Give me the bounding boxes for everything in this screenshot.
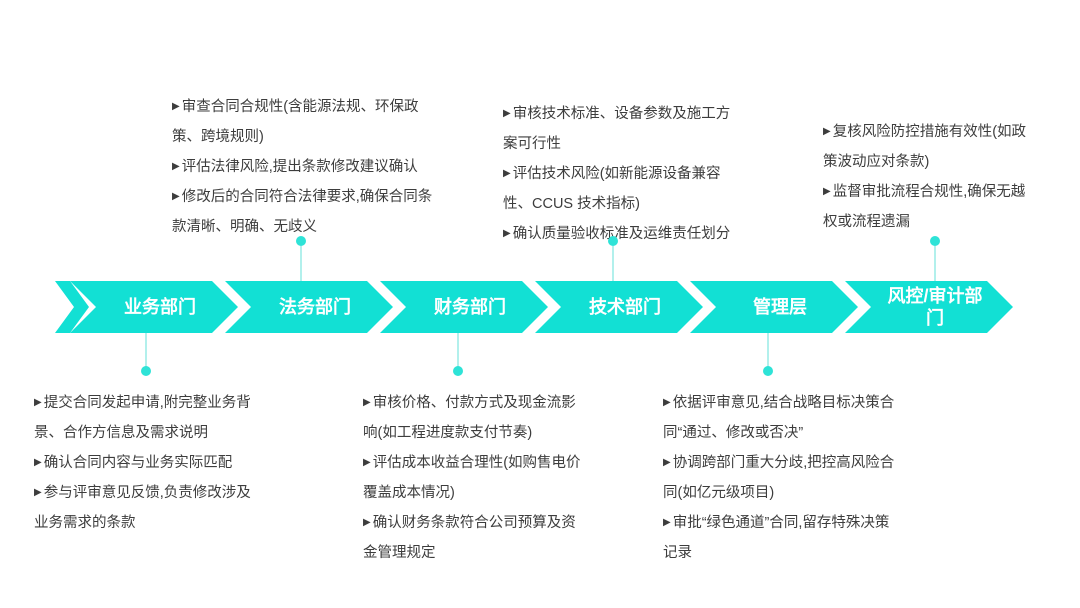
notes-finance-department: ▶审核价格、付款方式及现金流影响(如工程进度款支付节奏) ▶评估成本收益合理性(… [363,388,581,568]
connector-line [300,246,302,281]
note-item: ▶审批“绿色通道”合同,留存特殊决策记录 [663,508,903,568]
note-text: 提交合同发起申请,附完整业务背景、合作方信息及需求说明 [34,395,251,441]
triangle-bullet-icon: ▶ [363,397,371,408]
notes-legal-department: ▶审查合同合规性(含能源法规、环保政策、跨境规则) ▶评估法律风险,提出条款修改… [172,92,434,242]
stage-label: 业务部门 [124,297,196,317]
note-item: ▶协调跨部门重大分歧,把控高风险合同(如亿元级项目) [663,448,903,508]
triangle-bullet-icon: ▶ [34,487,42,498]
note-item: ▶参与评审意见反馈,负责修改涉及业务需求的条款 [34,478,264,538]
triangle-bullet-icon: ▶ [34,397,42,408]
stage-finance-department: 财务部门 [380,281,548,333]
note-text: 依据评审意见,结合战略目标决策合同“通过、修改或否决” [663,395,895,441]
note-item: ▶确认质量验收标准及运维责任划分 [503,219,739,249]
note-item: ▶评估成本收益合理性(如购售电价覆盖成本情况) [363,448,581,508]
note-text: 评估技术风险(如新能源设备兼容性、CCUS 技术指标) [503,166,721,212]
triangle-bullet-icon: ▶ [363,517,371,528]
note-item: ▶确认合同内容与业务实际匹配 [34,448,264,478]
connector-dot [930,236,940,246]
triangle-bullet-icon: ▶ [503,168,511,179]
connector-line [934,246,936,281]
note-item: ▶审核技术标准、设备参数及施工方案可行性 [503,99,739,159]
triangle-bullet-icon: ▶ [503,228,511,239]
triangle-bullet-icon: ▶ [34,457,42,468]
triangle-bullet-icon: ▶ [503,108,511,119]
note-text: 审核技术标准、设备参数及施工方案可行性 [503,106,731,152]
notes-technical-department: ▶审核技术标准、设备参数及施工方案可行性 ▶评估技术风险(如新能源设备兼容性、C… [503,99,739,249]
connector-dot [296,236,306,246]
note-item: ▶修改后的合同符合法律要求,确保合同条款清晰、明确、无歧义 [172,182,434,242]
stage-label: 风控/审计部门 [887,286,983,328]
note-item: ▶审查合同合规性(含能源法规、环保政策、跨境规则) [172,92,434,152]
stage-business-department: 业务部门 [70,281,238,333]
stage-label: 财务部门 [434,297,506,317]
note-item: ▶确认财务条款符合公司预算及资金管理规定 [363,508,581,568]
stage-management: 管理层 [690,281,858,333]
stage-label: 管理层 [753,297,807,317]
note-text: 评估法律风险,提出条款修改建议确认 [181,159,418,175]
notes-business-department: ▶提交合同发起申请,附完整业务背景、合作方信息及需求说明 ▶确认合同内容与业务实… [34,388,264,538]
stage-label: 技术部门 [589,297,661,317]
connector-dot [608,236,618,246]
stage-technical-department: 技术部门 [535,281,703,333]
note-item: ▶提交合同发起申请,附完整业务背景、合作方信息及需求说明 [34,388,264,448]
note-text: 参与评审意见反馈,负责修改涉及业务需求的条款 [34,485,251,531]
triangle-bullet-icon: ▶ [363,457,371,468]
note-text: 确认合同内容与业务实际匹配 [43,455,233,471]
notes-management: ▶依据评审意见,结合战略目标决策合同“通过、修改或否决” ▶协调跨部门重大分歧,… [663,388,903,568]
note-text: 复核风险防控措施有效性(如政策波动应对条款) [823,124,1027,170]
connector-line [767,333,769,367]
triangle-bullet-icon: ▶ [823,186,831,197]
triangle-bullet-icon: ▶ [172,161,180,172]
stage-legal-department: 法务部门 [225,281,393,333]
note-text: 修改后的合同符合法律要求,确保合同条款清晰、明确、无歧义 [172,189,433,235]
triangle-bullet-icon: ▶ [663,517,671,528]
note-text: 评估成本收益合理性(如购售电价覆盖成本情况) [363,455,581,501]
note-text: 协调跨部门重大分歧,把控高风险合同(如亿元级项目) [663,455,895,501]
triangle-bullet-icon: ▶ [823,126,831,137]
connector-line [457,333,459,367]
connector-dot [453,366,463,376]
stage-label: 法务部门 [279,297,351,317]
note-text: 确认质量验收标准及运维责任划分 [512,226,731,242]
triangle-bullet-icon: ▶ [172,101,180,112]
note-text: 审查合同合规性(含能源法规、环保政策、跨境规则) [172,99,419,145]
note-text: 审核价格、付款方式及现金流影响(如工程进度款支付节奏) [363,395,576,441]
note-item: ▶评估法律风险,提出条款修改建议确认 [172,152,434,182]
triangle-bullet-icon: ▶ [663,457,671,468]
note-item: ▶监督审批流程合规性,确保无越权或流程遗漏 [823,177,1031,237]
connector-dot [141,366,151,376]
note-text: 监督审批流程合规性,确保无越权或流程遗漏 [823,184,1026,230]
note-text: 确认财务条款符合公司预算及资金管理规定 [363,515,576,561]
triangle-bullet-icon: ▶ [172,191,180,202]
notes-risk-audit-department: ▶复核风险防控措施有效性(如政策波动应对条款) ▶监督审批流程合规性,确保无越权… [823,117,1031,237]
connector-line [612,246,614,281]
triangle-bullet-icon: ▶ [663,397,671,408]
connector-dot [763,366,773,376]
note-item: ▶审核价格、付款方式及现金流影响(如工程进度款支付节奏) [363,388,581,448]
note-item: ▶评估技术风险(如新能源设备兼容性、CCUS 技术指标) [503,159,739,219]
stage-risk-audit-department: 风控/审计部门 [845,281,1013,333]
connector-line [145,333,147,367]
note-item: ▶复核风险防控措施有效性(如政策波动应对条款) [823,117,1031,177]
note-item: ▶依据评审意见,结合战略目标决策合同“通过、修改或否决” [663,388,903,448]
note-text: 审批“绿色通道”合同,留存特殊决策记录 [663,515,890,561]
